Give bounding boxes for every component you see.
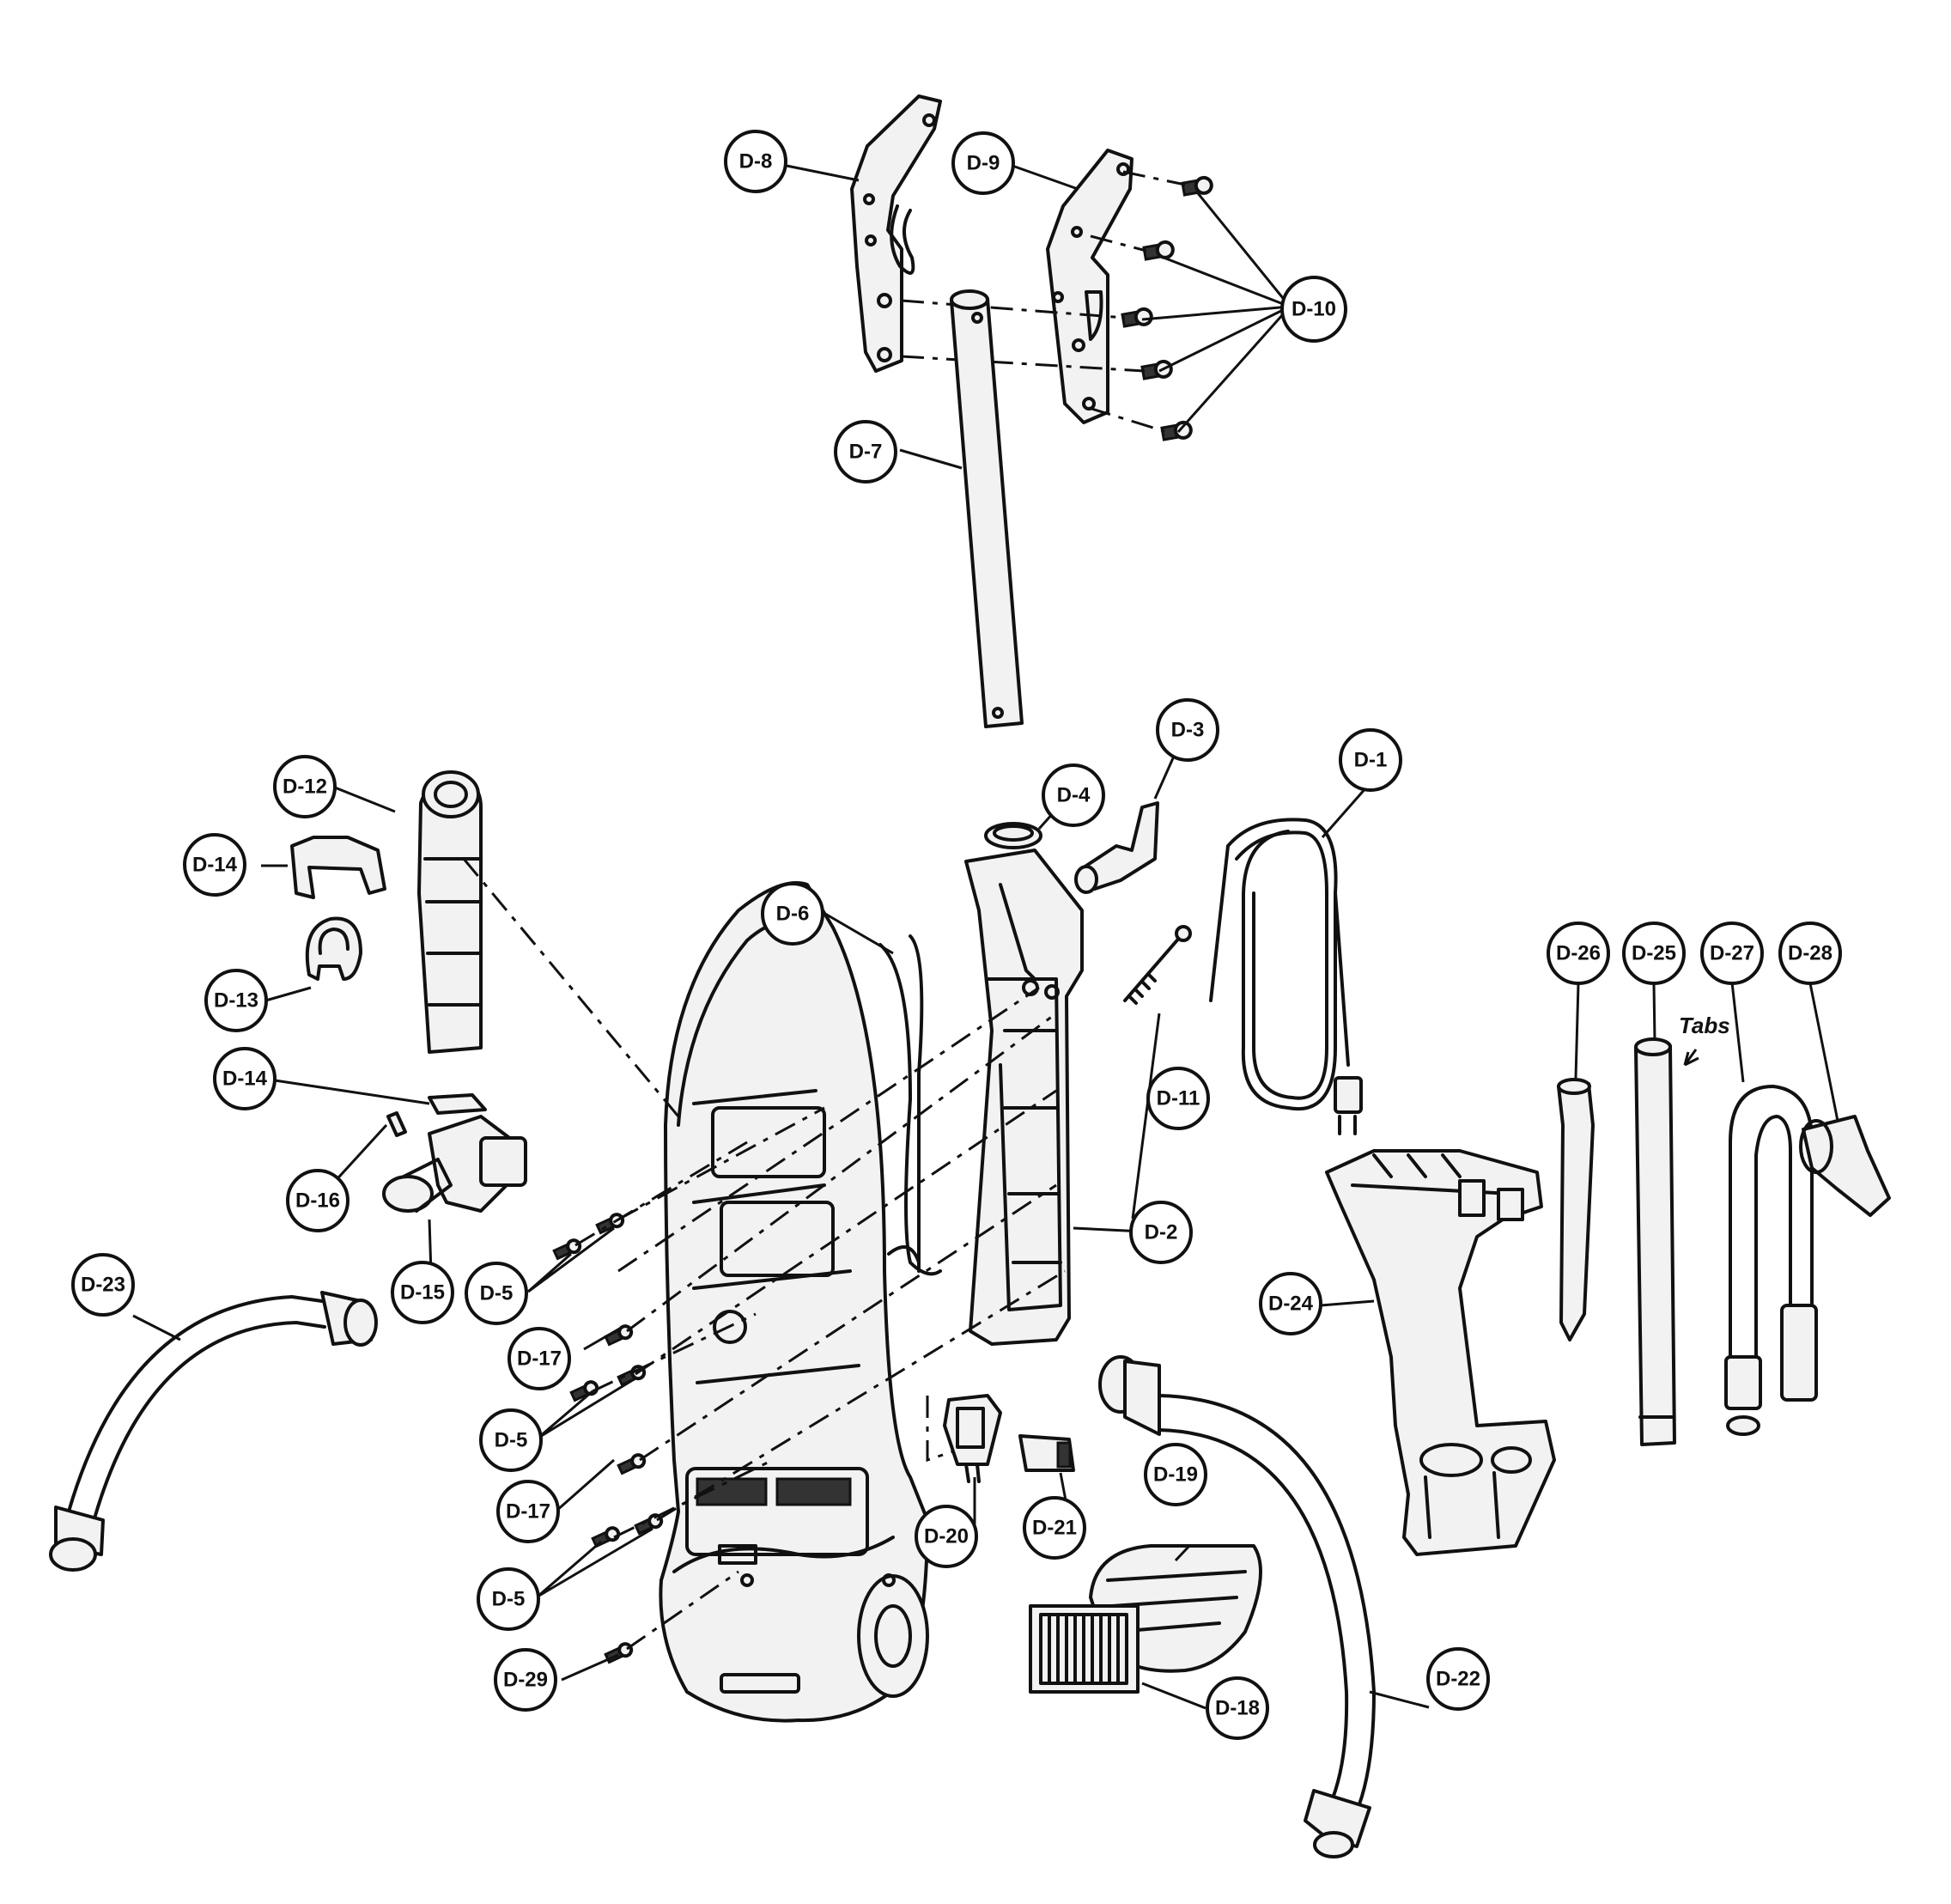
svg-text:D-14: D-14 [192, 854, 238, 877]
long-screw [1123, 925, 1192, 1005]
svg-text:D-25: D-25 [1632, 942, 1676, 965]
callout-d24: D-24 [1259, 1272, 1322, 1335]
callout-d12: D-12 [273, 755, 337, 818]
release-latch [1074, 801, 1159, 894]
hepa-filter [1029, 1604, 1140, 1694]
svg-text:D-27: D-27 [1710, 942, 1754, 965]
callout-d8: D-8 [724, 130, 787, 193]
svg-text:D-10: D-10 [1292, 298, 1336, 321]
callout-d11: D-11 [1146, 1067, 1210, 1130]
screws-front [552, 1213, 664, 1664]
callout-d25: D-25 [1622, 922, 1686, 985]
callout-d13: D-13 [204, 969, 268, 1032]
callout-d6: D-6 [761, 882, 824, 946]
screw-set [1121, 175, 1213, 441]
svg-text:D-12: D-12 [283, 776, 327, 799]
svg-text:D-15: D-15 [400, 1281, 445, 1305]
back-panel [964, 849, 1084, 1346]
callout-d2: D-2 [1129, 1201, 1193, 1264]
callout-d5b: D-5 [479, 1408, 543, 1472]
wand-hose [1724, 1085, 1818, 1436]
svg-text:D-26: D-26 [1556, 942, 1601, 965]
callout-d29: D-29 [494, 1648, 557, 1712]
elbow-connector [382, 1115, 527, 1213]
switch-bracket [943, 1394, 1002, 1483]
power-cord [1209, 818, 1363, 1135]
intake-duct [417, 770, 483, 1054]
callout-d21: D-21 [1023, 1496, 1086, 1560]
callout-d5a: D-5 [465, 1262, 528, 1325]
svg-text:D-16: D-16 [295, 1189, 340, 1213]
svg-text:D-24: D-24 [1268, 1293, 1314, 1316]
callout-d19: D-19 [1144, 1443, 1207, 1506]
svg-text:D-13: D-13 [214, 989, 258, 1013]
hose-short [49, 1291, 378, 1572]
small-filter-cap [1018, 1434, 1075, 1472]
main-body-housing [659, 881, 929, 1723]
clip-upper [290, 836, 386, 899]
callout-d17b: D-17 [496, 1480, 560, 1543]
svg-text:D-1: D-1 [1354, 749, 1388, 772]
svg-text:D-18: D-18 [1215, 1697, 1260, 1720]
svg-text:D-21: D-21 [1032, 1517, 1077, 1540]
svg-text:D-3: D-3 [1171, 719, 1205, 742]
callout-d14b: D-14 [213, 1047, 277, 1110]
callout-d7: D-7 [834, 420, 897, 484]
callout-d15: D-15 [391, 1261, 454, 1324]
callout-d3: D-3 [1156, 698, 1219, 762]
svg-text:D-14: D-14 [222, 1068, 268, 1091]
crevice-tool [1557, 1078, 1595, 1341]
callout-d10: D-10 [1280, 276, 1347, 343]
svg-text:D-9: D-9 [967, 152, 1000, 175]
svg-text:D-8: D-8 [739, 150, 773, 173]
svg-text:D-23: D-23 [81, 1274, 125, 1297]
extension-wand [1634, 1037, 1676, 1446]
callout-d23: D-23 [71, 1253, 135, 1317]
svg-text:D-6: D-6 [776, 903, 810, 926]
callout-d16: D-16 [286, 1169, 349, 1232]
callout-d14a: D-14 [183, 833, 246, 897]
callout-d1: D-1 [1339, 728, 1402, 792]
handle-bracket-left [850, 94, 942, 373]
svg-text:D-17: D-17 [517, 1347, 562, 1371]
callout-d28: D-28 [1778, 922, 1842, 985]
svg-text:D-19: D-19 [1153, 1463, 1198, 1487]
callout-d27: D-27 [1700, 922, 1764, 985]
svg-text:D-17: D-17 [506, 1500, 550, 1524]
svg-text:D-5: D-5 [495, 1429, 528, 1452]
tool-caddy [1325, 1149, 1556, 1556]
svg-text:D-11: D-11 [1157, 1087, 1200, 1110]
handle-tube [950, 289, 1024, 728]
callout-d20: D-20 [915, 1505, 978, 1568]
wire-spring [878, 934, 942, 1276]
svg-text:D-29: D-29 [503, 1669, 548, 1692]
callout-d5c: D-5 [477, 1567, 540, 1631]
callout-d4: D-4 [1042, 763, 1105, 827]
svg-text:D-5: D-5 [480, 1282, 514, 1305]
callout-d26: D-26 [1547, 922, 1610, 985]
hose-long [1098, 1355, 1376, 1858]
svg-text:D-5: D-5 [492, 1588, 526, 1611]
tabs-annotation: Tabs [1679, 1013, 1730, 1038]
svg-text:D-4: D-4 [1057, 784, 1091, 807]
svg-text:D-2: D-2 [1145, 1221, 1178, 1244]
small-pin [386, 1111, 407, 1137]
dusting-brush [1799, 1115, 1891, 1217]
clip-lower [428, 1093, 487, 1115]
svg-text:D-7: D-7 [849, 441, 883, 464]
svg-text:D-28: D-28 [1788, 942, 1832, 965]
svg-text:D-22: D-22 [1436, 1668, 1480, 1691]
callout-d18: D-18 [1206, 1676, 1269, 1740]
callout-d17a: D-17 [508, 1327, 571, 1390]
callout-d22: D-22 [1426, 1647, 1490, 1711]
seal-gasket [305, 916, 362, 981]
callout-d9: D-9 [951, 131, 1015, 195]
svg-text:D-20: D-20 [924, 1525, 969, 1548]
handle-bracket-right [1046, 149, 1134, 424]
